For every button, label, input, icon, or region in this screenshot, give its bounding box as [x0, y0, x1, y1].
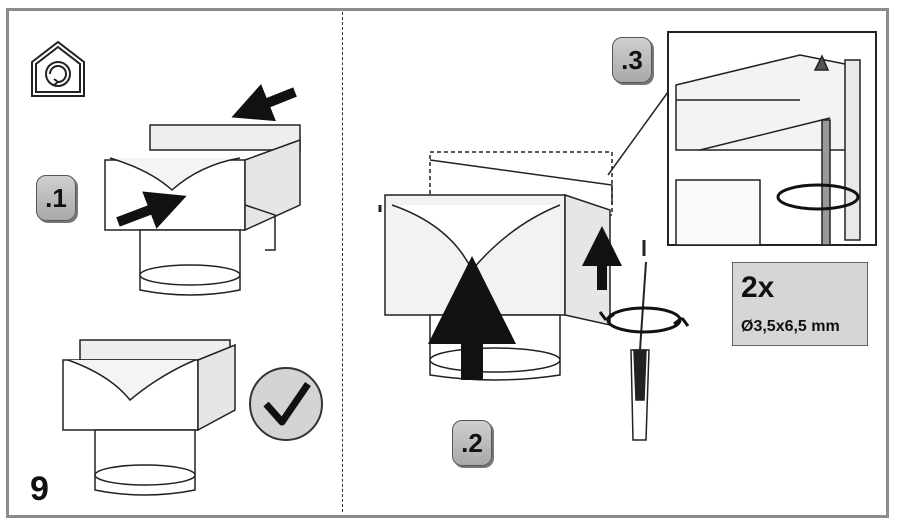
screws-spec-box: 2x Ø3,5x6,5 mm	[732, 262, 868, 346]
screws-count: 2x	[741, 271, 775, 304]
page-number: 9	[30, 470, 49, 508]
step-1-badge: .1	[36, 175, 76, 221]
screwdriver-icon	[630, 261, 650, 441]
rotate-arrow-icon	[598, 306, 690, 334]
step-3-label: .3	[621, 44, 643, 75]
screws-size: Ø3,5x6,5 mm	[741, 318, 840, 335]
duct-adapter-illustration-result	[62, 339, 236, 496]
zoom-detail-inset	[667, 31, 877, 246]
squeeze-arrow-bottom	[116, 191, 187, 229]
step-3-badge: .3	[612, 37, 652, 83]
recirculation-house-icon	[31, 40, 85, 97]
step-2-label: .2	[461, 427, 483, 458]
zoom-callout-lines	[607, 89, 669, 245]
duct-adapter-illustration-1	[104, 124, 301, 296]
step-1-label: .1	[45, 182, 67, 213]
checkmark-icon	[249, 367, 323, 441]
panel-divider	[342, 12, 343, 512]
step-2-badge: .2	[452, 420, 492, 466]
squeeze-arrow-top	[231, 84, 297, 122]
